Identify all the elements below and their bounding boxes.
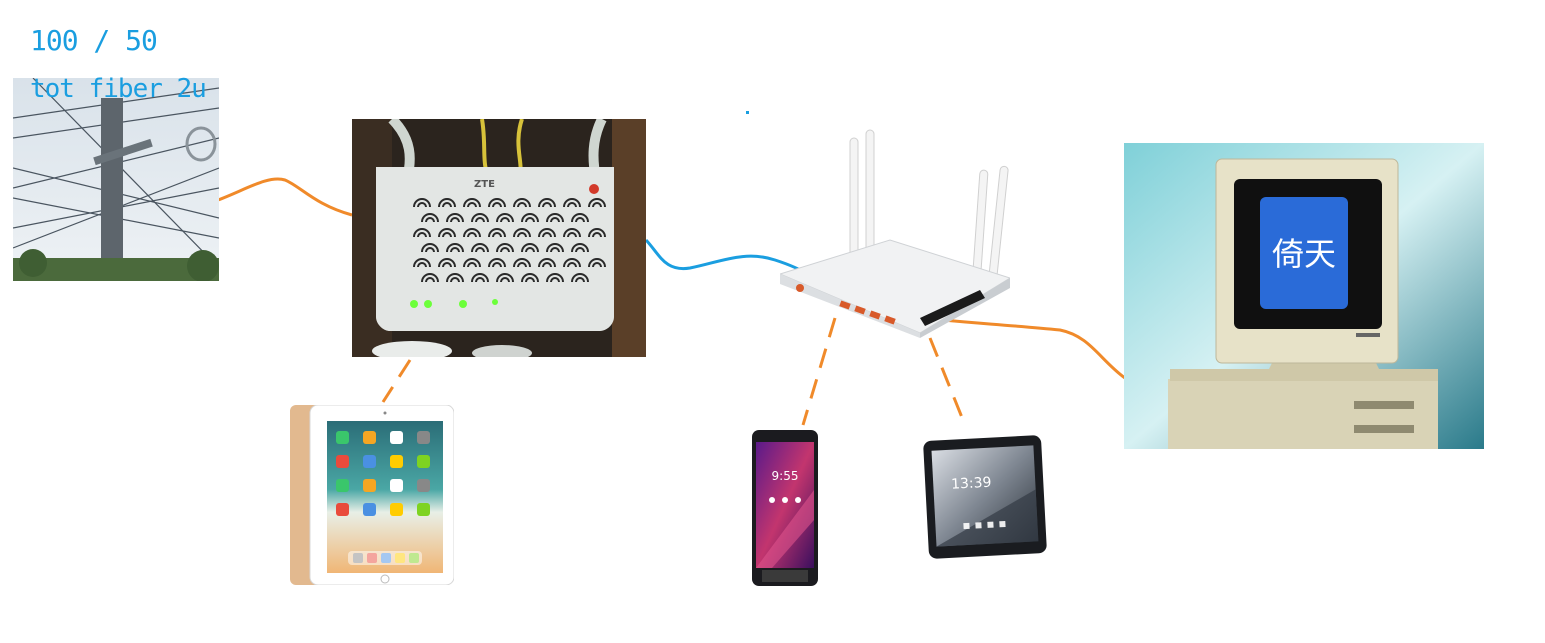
onu-vent-arc [438, 258, 456, 268]
onu-vent-arc [513, 198, 531, 208]
speed-label: 100 / 50 [30, 24, 158, 57]
ipad-app-icon [417, 503, 430, 516]
onu-vent-arc [571, 213, 589, 223]
wifi-link-router-to-tablet [928, 337, 967, 426]
onu-vent-arc [488, 258, 506, 268]
onu-vent-arc [588, 228, 606, 238]
onu-vent-arc [446, 243, 464, 253]
onu-vent-arc [521, 213, 539, 223]
retro-pc-photo: 倚天 [1124, 143, 1484, 449]
onu-brand-logo: ZTE [474, 179, 495, 190]
ipad-photo [290, 405, 454, 585]
onu-vent-arc [538, 258, 556, 268]
onu-vent-arc [571, 273, 589, 283]
ipad-app-icon [390, 455, 403, 468]
ipad-app-icon [336, 455, 349, 468]
onu-vent-arc [463, 258, 481, 268]
wifi-link-router-to-phone [801, 317, 837, 426]
onu-vent-arc [521, 273, 539, 283]
onu-vent-arc [438, 198, 456, 208]
onu-vent-arc [546, 213, 564, 223]
onu-vent-arc [563, 228, 581, 238]
fiber-link-pole-to-onu [217, 177, 353, 217]
onu-vent-arc [496, 273, 514, 283]
onu-vent-arc [538, 228, 556, 238]
onu-vent-arc [471, 213, 489, 223]
wifi-router-photo [780, 129, 1010, 338]
ipad-app-icon [390, 431, 403, 444]
onu-vent-arc [521, 243, 539, 253]
ipad-app-icon [390, 503, 403, 516]
ipad-app-icon [390, 479, 403, 492]
onu-vent-arc [488, 198, 506, 208]
onu-vent-arc [413, 258, 431, 268]
onu-vent-arc [446, 273, 464, 283]
onu-vent-arc [463, 228, 481, 238]
utility-pole-photo [13, 78, 219, 281]
ipad-app-icon [336, 503, 349, 516]
onu-vent-arc [413, 198, 431, 208]
onu-vent-arc [546, 243, 564, 253]
onu-vent-arc [538, 198, 556, 208]
onu-vent-arc [438, 228, 456, 238]
onu-vent-arc [471, 243, 489, 253]
isp-label: tot fiber 2u [30, 74, 207, 104]
wifi-link-onu-to-ipad [381, 359, 412, 403]
monitor-logo-box [1260, 197, 1348, 309]
ipad-app-icon [417, 431, 430, 444]
onu-vent-arc [571, 243, 589, 253]
stray-dot [746, 111, 749, 114]
ipad-app-icon [417, 455, 430, 468]
onu-vent-arc [446, 213, 464, 223]
onu-vent-arc [421, 243, 439, 253]
monitor-logo-text: 倚天 [1272, 235, 1336, 273]
onu-vent-arc [513, 228, 531, 238]
onu-vent-arc [563, 198, 581, 208]
ipad-app-icon [363, 455, 376, 468]
onu-vent-arc [471, 273, 489, 283]
onu-vent-arc [496, 213, 514, 223]
onu-vent-arc [421, 213, 439, 223]
onu-vent-arc [588, 198, 606, 208]
onu-vent-arc [488, 228, 506, 238]
onu-vent-arc [563, 258, 581, 268]
smartphone-photo: 9:55 [752, 430, 818, 586]
onu-vent-arc [496, 243, 514, 253]
ipad-app-icon [417, 479, 430, 492]
onu-vent-arc [588, 258, 606, 268]
onu-vent-arc [421, 273, 439, 283]
phone-clock: 9:55 [772, 469, 799, 483]
ipad-app-icon [363, 503, 376, 516]
ipad-app-icon [336, 479, 349, 492]
tablet-clock: 13:39 [951, 475, 992, 493]
android-tablet-photo: 13:39 [923, 435, 1047, 559]
onu-vent-arc [546, 273, 564, 283]
fiber-onu-photo: ZTE [352, 119, 646, 357]
onu-vent-arc [463, 198, 481, 208]
onu-vent-arc [513, 258, 531, 268]
ipad-app-icon [363, 431, 376, 444]
ipad-app-icon [363, 479, 376, 492]
onu-vent-arc [413, 228, 431, 238]
ipad-app-icon [336, 431, 349, 444]
